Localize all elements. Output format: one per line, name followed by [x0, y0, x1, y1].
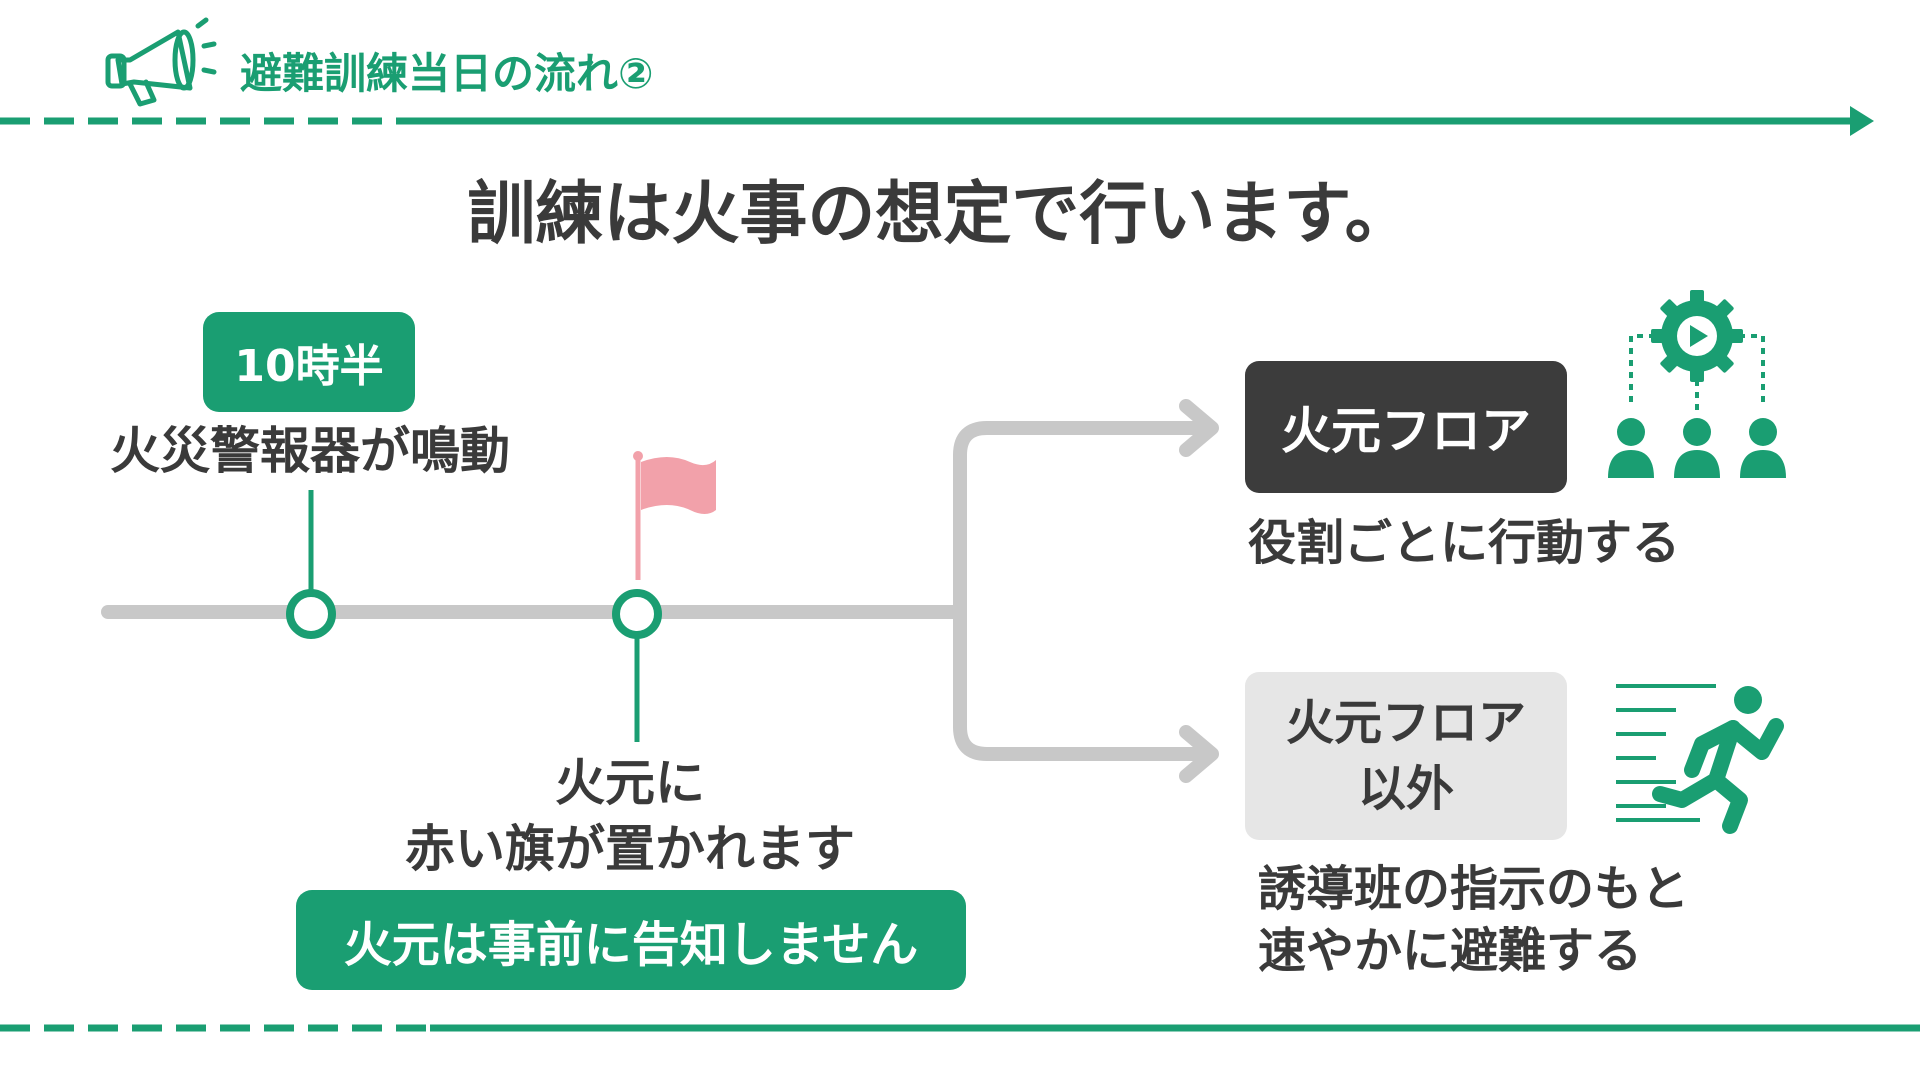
- alarm-node: [286, 589, 336, 639]
- other-floors-description-line2: 速やかに避難する: [1258, 923, 1643, 979]
- header-title: 避難訓練当日の流れ②: [240, 49, 654, 98]
- notice-pill: 火元は事前に告知しません: [296, 890, 966, 990]
- flag-label: 火元に 赤い旗が置かれます: [330, 750, 930, 882]
- other-floors-label-line2: 以外: [1357, 761, 1454, 817]
- other-floors-box: 火元フロア 以外: [1245, 672, 1567, 840]
- page-title: 訓練は火事の想定で行います。: [467, 175, 1413, 254]
- fire-floor-box: 火元フロア: [1245, 361, 1567, 493]
- flag-node: [612, 589, 662, 639]
- flag-label-line1: 火元に: [555, 754, 705, 812]
- other-floors-label-line1: 火元フロア: [1285, 695, 1526, 751]
- timeline-track: [101, 399, 1219, 783]
- other-floors-description-line1: 誘導班の指示のもと: [1258, 861, 1690, 917]
- header-divider-arrow: [0, 106, 1874, 136]
- alarm-label: 火災警報器が鳴動: [110, 422, 510, 480]
- fire-floor-label: 火元フロア: [1281, 402, 1531, 460]
- flag-label-line2: 赤い旗が置かれます: [405, 820, 855, 878]
- team-gear-icon: [1608, 290, 1786, 478]
- red-flag-icon: [633, 451, 716, 580]
- fire-floor-description: 役割ごとに行動する: [1248, 515, 1681, 571]
- time-badge: 10時半: [203, 312, 415, 412]
- other-floors-description: 誘導班の指示のもと 速やかに避難する: [1258, 858, 1689, 982]
- megaphone-icon: [105, 17, 217, 107]
- running-person-icon: [1616, 684, 1784, 834]
